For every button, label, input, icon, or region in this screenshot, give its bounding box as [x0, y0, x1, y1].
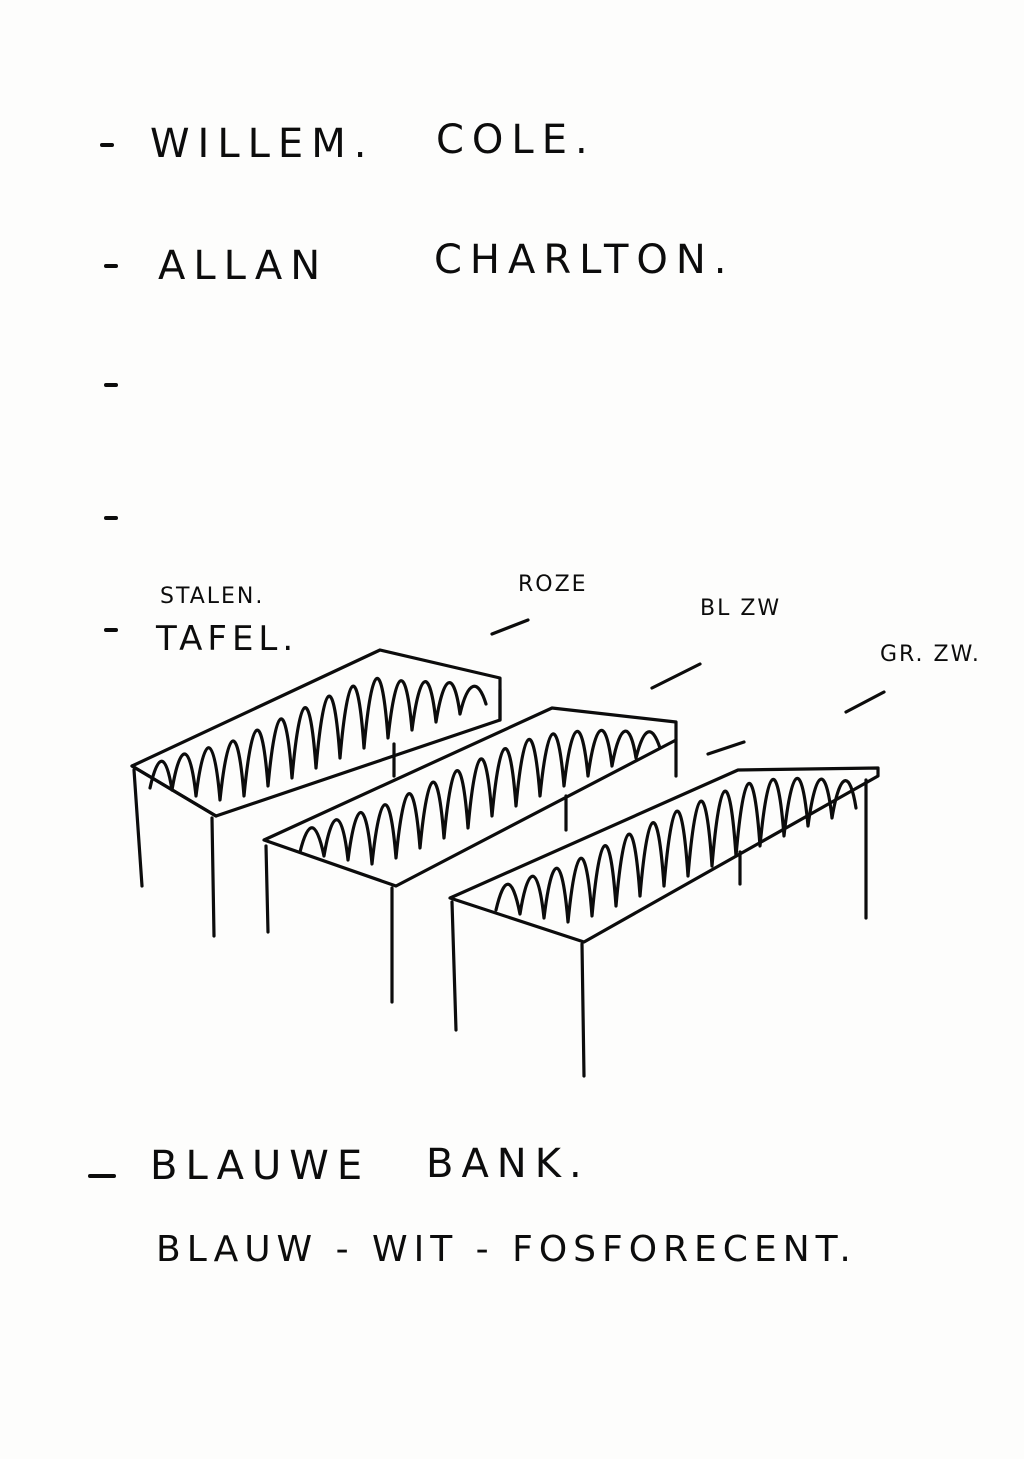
table-sketch-2 — [264, 708, 676, 1002]
note-colors: BLAUW - WIT - FOSFORECENT. — [156, 1232, 857, 1268]
note-bank: BANK. — [426, 1144, 590, 1184]
table-sketch-1 — [132, 650, 500, 936]
table-sketch-3 — [450, 768, 878, 1076]
note-blauwe: BLAUWE — [150, 1146, 370, 1186]
bullet-dash-6 — [88, 1174, 116, 1178]
